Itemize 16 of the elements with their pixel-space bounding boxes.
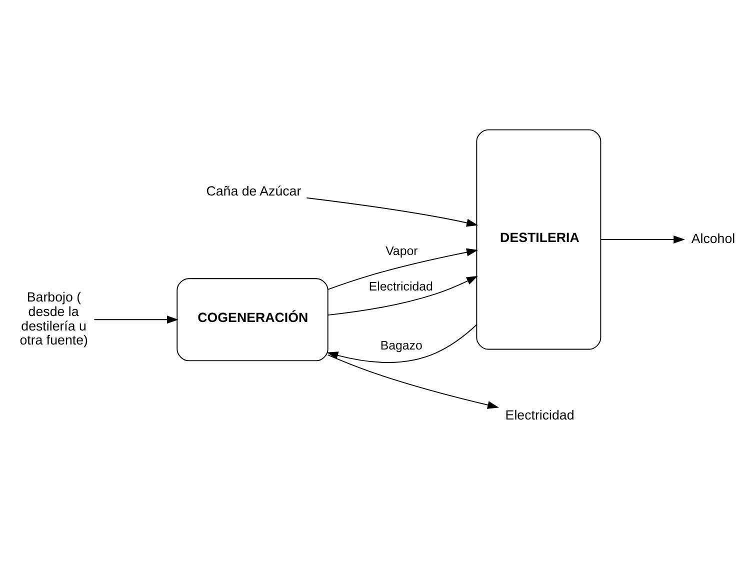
arrow <box>327 354 500 408</box>
arrow <box>328 248 478 290</box>
edge-label: Electricidad <box>368 278 433 293</box>
arrow <box>306 196 478 226</box>
node-text: Alcohol <box>691 230 736 246</box>
node-box: DESTILERIA <box>476 128 602 350</box>
node-text: Barbojo ( desde la destilería u otra fuente) <box>20 289 88 348</box>
arrow <box>600 235 686 244</box>
arrow <box>326 324 478 362</box>
node-text: Electricidad <box>505 407 574 422</box>
arrow <box>327 275 478 316</box>
edge-label: Vapor <box>386 244 418 258</box>
node-box: COGENERACIÓN <box>176 278 328 361</box>
edge-label: Bagazo <box>380 338 422 352</box>
arrow <box>94 315 179 324</box>
node-text: Caña de Azúcar <box>206 182 302 198</box>
